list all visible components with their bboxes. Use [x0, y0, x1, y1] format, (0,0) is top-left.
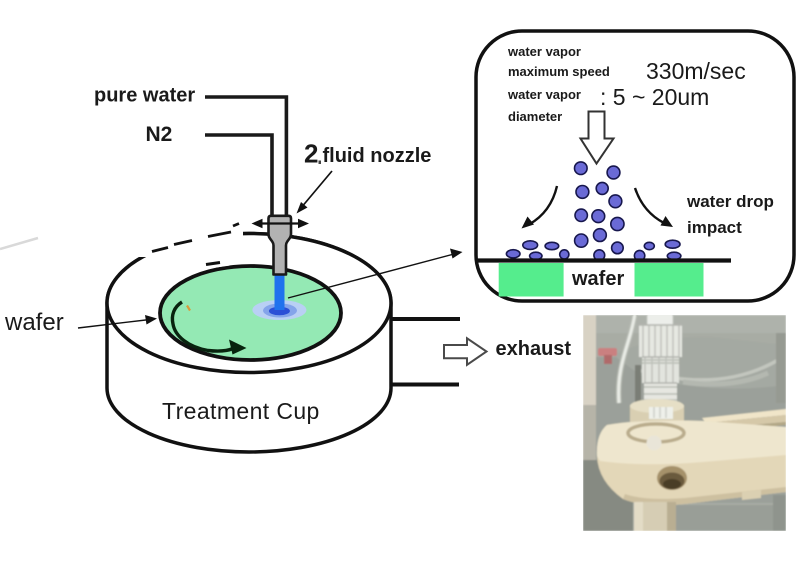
- svg-text:exhaust: exhaust: [496, 338, 572, 360]
- svg-text:330m/sec: 330m/sec: [646, 58, 746, 84]
- svg-text:fluid nozzle: fluid nozzle: [323, 145, 432, 167]
- svg-text:pure water: pure water: [94, 85, 195, 107]
- svg-text:water vapor: water vapor: [507, 87, 581, 102]
- svg-text:: 5 ~ 20um: : 5 ~ 20um: [600, 84, 709, 110]
- svg-text:impact: impact: [687, 218, 742, 237]
- svg-text:N2: N2: [146, 123, 173, 146]
- svg-text:wafer: wafer: [571, 268, 624, 290]
- svg-text:diameter: diameter: [508, 109, 562, 124]
- svg-text:maximum speed: maximum speed: [508, 64, 610, 79]
- svg-text:2: 2: [304, 139, 318, 169]
- svg-text:Treatment Cup: Treatment Cup: [162, 398, 320, 424]
- svg-text:water drop: water drop: [686, 192, 774, 211]
- svg-text:water vapor: water vapor: [507, 44, 581, 59]
- svg-text:wafer: wafer: [4, 309, 64, 336]
